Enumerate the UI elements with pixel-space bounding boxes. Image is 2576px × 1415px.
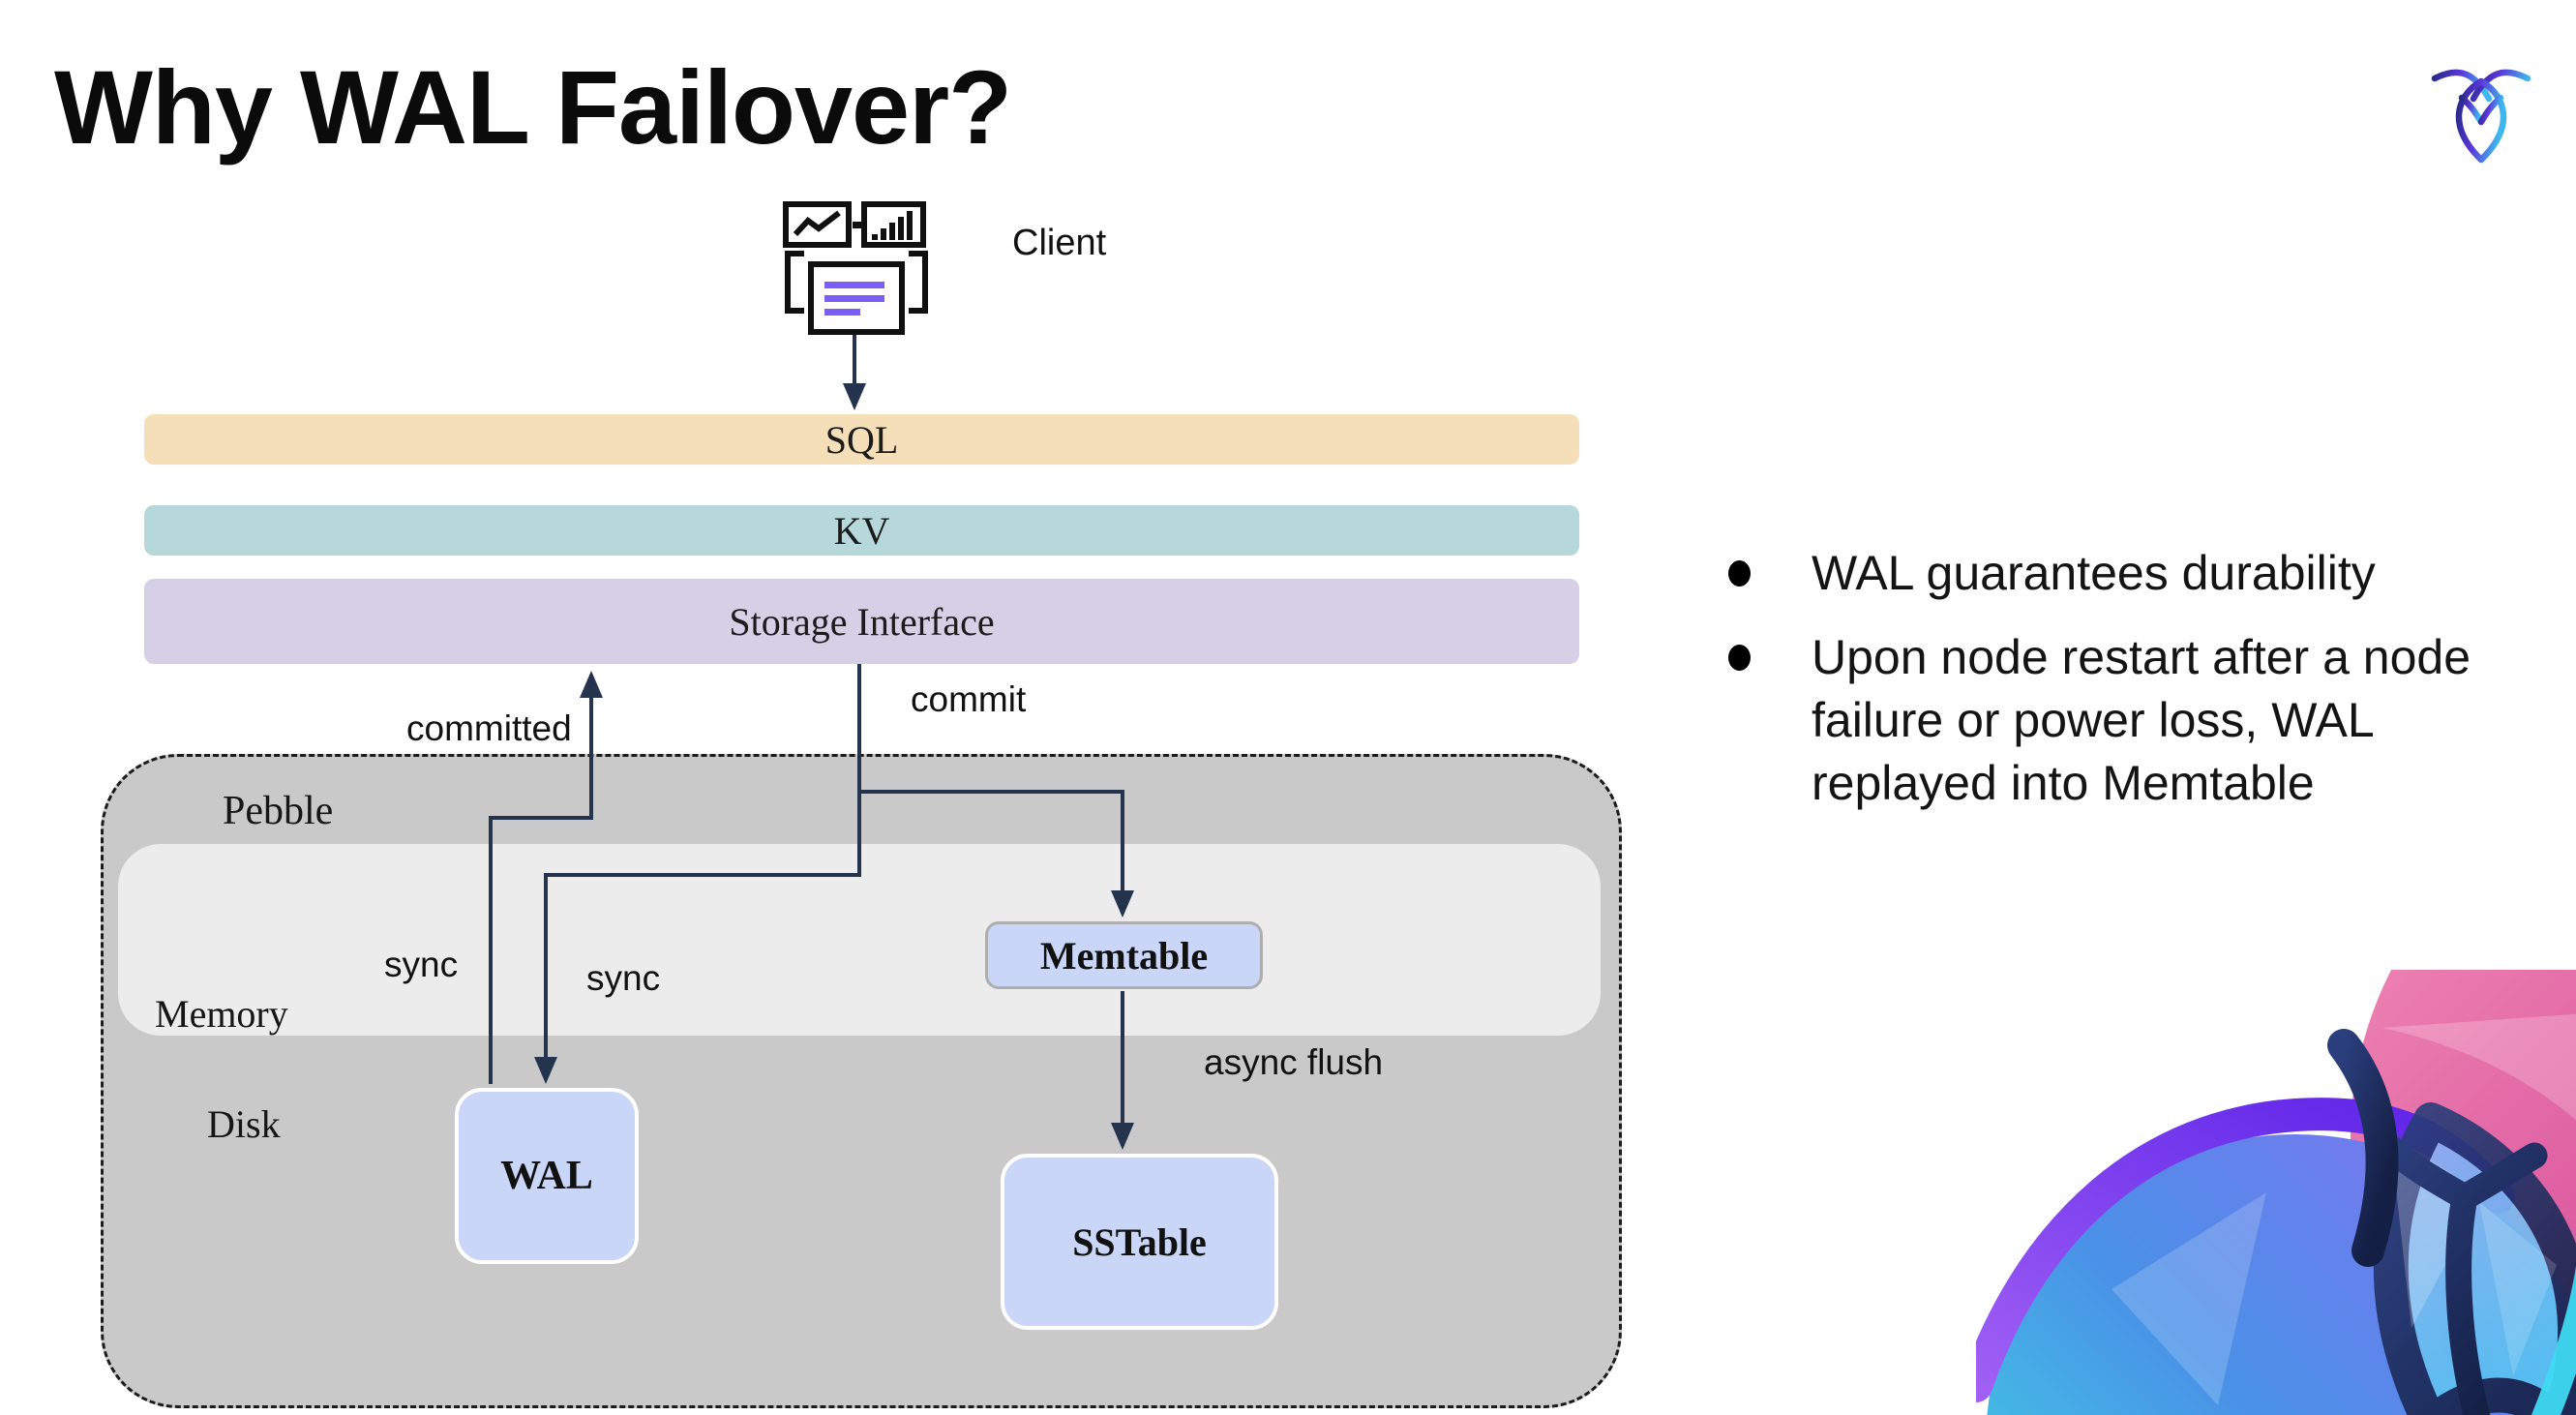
layer-bar-sql: SQL bbox=[144, 414, 1579, 465]
sstable-box: SSTable bbox=[1001, 1154, 1278, 1330]
bullet-item: Upon node restart after a node failure o… bbox=[1705, 626, 2508, 815]
document-icon bbox=[785, 251, 928, 335]
memory-label: Memory bbox=[155, 992, 288, 1036]
disk-label: Disk bbox=[207, 1102, 281, 1146]
bullet-list: WAL guarantees durability Upon node rest… bbox=[1705, 542, 2508, 836]
layer-bar-kv: KV bbox=[144, 505, 1579, 556]
edge-label-async-flush: async flush bbox=[1204, 1042, 1384, 1082]
edge-label-commit: commit bbox=[911, 679, 1027, 719]
bullet-item: WAL guarantees durability bbox=[1705, 542, 2508, 605]
bar-chart-icon bbox=[861, 201, 926, 248]
wal-box: WAL bbox=[455, 1088, 639, 1264]
edge-label-committed: committed bbox=[406, 708, 572, 748]
edge-label-sync-right: sync bbox=[586, 958, 661, 998]
memory-band bbox=[118, 844, 1601, 1036]
page-title: Why WAL Failover? bbox=[54, 48, 1012, 166]
decorative-cockroach-artwork bbox=[1976, 970, 2576, 1415]
pebble-label: Pebble bbox=[223, 789, 334, 833]
layer-bar-storage-interface: Storage Interface bbox=[144, 579, 1579, 664]
dash-icon bbox=[853, 222, 861, 228]
client-label: Client bbox=[1012, 223, 1107, 263]
client-icon bbox=[783, 201, 928, 335]
line-chart-icon bbox=[783, 201, 852, 248]
edge-label-sync-left: sync bbox=[384, 945, 459, 984]
cockroachdb-logo-icon bbox=[2431, 69, 2531, 164]
memtable-box: Memtable bbox=[985, 921, 1263, 989]
